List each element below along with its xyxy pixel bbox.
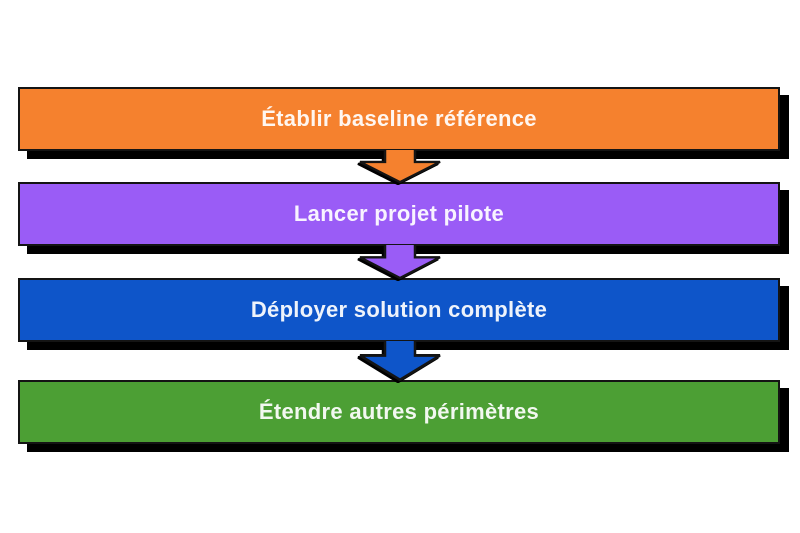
flow-step-2-label: Lancer projet pilote [293, 201, 505, 226]
flow-step-3: Déployer solution complète [18, 278, 780, 342]
flow-step-1-label: Établir baseline référence [261, 106, 537, 131]
down-arrow-icon [358, 341, 442, 381]
flow-step-3-label: Déployer solution complète [250, 297, 548, 322]
down-arrow-icon [358, 245, 442, 279]
flow-step-4-label: Étendre autres périmètres [258, 399, 540, 424]
flow-step-2: Lancer projet pilote [18, 182, 780, 246]
down-arrow-icon [358, 150, 442, 183]
flow-step-4: Étendre autres périmètres [18, 380, 780, 444]
flow-step-1: Établir baseline référence [18, 87, 780, 151]
